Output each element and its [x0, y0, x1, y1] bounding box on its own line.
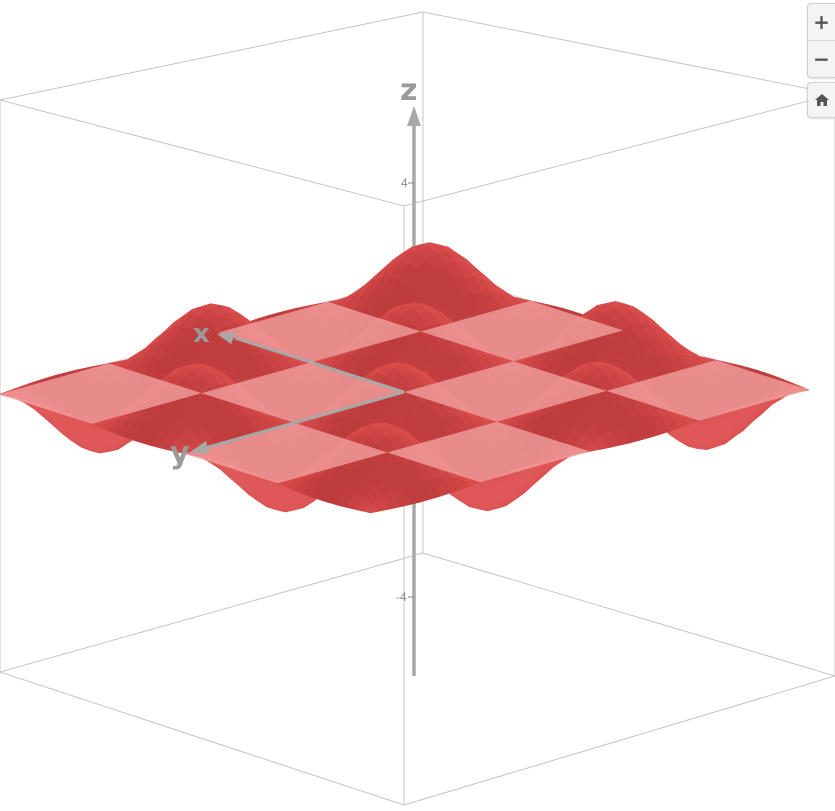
grid-highlight-square: [201, 362, 404, 423]
grid-highlight-square: [404, 361, 607, 422]
zoom-in-button[interactable]: +: [813, 10, 830, 34]
surface-patch: [361, 504, 382, 514]
zoom-out-button[interactable]: −: [808, 40, 835, 77]
box-top-face: [0, 11, 835, 207]
z-axis-arrow: [407, 106, 421, 126]
z-axis-label: z: [400, 73, 417, 108]
home-icon: [814, 94, 829, 106]
y-axis-arrow: [190, 441, 209, 454]
grid-highlight-square: [0, 363, 202, 424]
x-axis-line: [234, 336, 405, 394]
grid-highlight-square: [606, 360, 809, 421]
z-tick-label-neg4: -4: [396, 590, 407, 604]
grid-highlight-square: [218, 301, 421, 363]
zoom-controls: + −: [807, 3, 835, 78]
x-axis-label: x: [193, 319, 210, 349]
grid-highlight-square: [387, 421, 590, 483]
xy-axes: x y: [170, 319, 405, 471]
reset-view-button[interactable]: [807, 82, 835, 118]
y-axis-label: y: [170, 436, 190, 471]
box-bottom-face: [0, 552, 835, 806]
z-tick-label-4: 4: [401, 176, 408, 190]
y-axis-line: [204, 390, 405, 450]
x-axis-arrow: [217, 332, 236, 344]
grid-highlight-squares: [0, 300, 809, 484]
grid-highlight-square: [184, 422, 388, 484]
grid-highlight-square: [420, 300, 624, 362]
